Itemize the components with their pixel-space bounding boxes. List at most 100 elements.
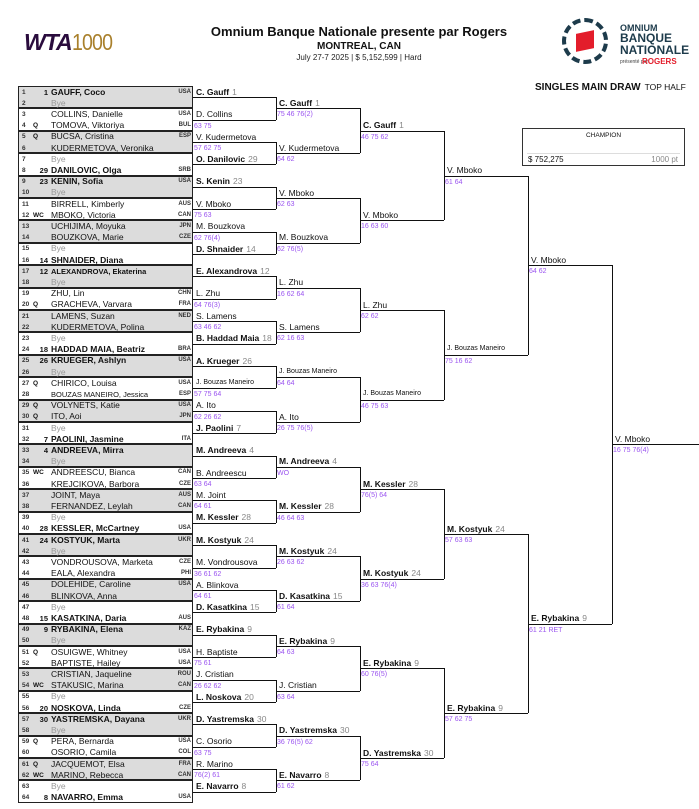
winner-name[interactable]: M. Bouzkova	[196, 221, 245, 231]
player-name[interactable]: NOSKOVA, Linda	[51, 702, 121, 713]
winner-name[interactable]: V. Mboko	[615, 434, 650, 444]
player-name[interactable]: Bye	[51, 512, 66, 523]
player-name[interactable]: CRISTIAN, Jaqueline	[51, 668, 132, 679]
winner-name[interactable]: A. Ito	[279, 412, 299, 422]
winner-name[interactable]: J. Bouzas Maneiro	[279, 367, 337, 377]
player-name[interactable]: Bye	[51, 635, 66, 646]
player-name[interactable]: YASTREMSKA, Dayana	[51, 713, 145, 724]
player-name[interactable]: VOLYNETS, Katie	[51, 400, 120, 411]
player-name[interactable]: BOUZKOVA, Marie	[51, 232, 124, 243]
player-name[interactable]: Bye	[51, 332, 66, 343]
player-name[interactable]: SHNAIDER, Diana	[51, 254, 124, 265]
winner-name[interactable]: V. Mboko	[279, 188, 314, 198]
player-name[interactable]: Bye	[51, 366, 66, 377]
player-name[interactable]: Bye	[51, 601, 66, 612]
player-name[interactable]: STAKUSIC, Marina	[51, 680, 124, 691]
winner-name[interactable]: V. Kudermetova	[279, 143, 339, 153]
player-name[interactable]: OSUIGWE, Whitney	[51, 646, 128, 657]
player-name[interactable]: Bye	[51, 691, 66, 702]
player-name[interactable]: KOSTYUK, Marta	[51, 534, 120, 545]
player-name[interactable]: BAPTISTE, Hailey	[51, 657, 121, 668]
player-name[interactable]: ANDREESCU, Bianca	[51, 467, 136, 478]
winner-name[interactable]: V. Mboko	[531, 255, 566, 265]
winner-name[interactable]: V. Kudermetova	[196, 132, 256, 142]
player-name[interactable]: GAUFF, Coco	[51, 86, 106, 97]
winner-name[interactable]: A. Blinkova	[196, 580, 239, 590]
player-name[interactable]: GRACHEVA, Varvara	[51, 299, 132, 310]
player-name[interactable]: KASATKINA, Daria	[51, 612, 127, 623]
player-name[interactable]: MARINO, Rebecca	[51, 769, 124, 780]
player-name[interactable]: EALA, Alexandra	[51, 568, 116, 579]
player-name[interactable]: BLINKOVA, Anna	[51, 590, 117, 601]
winner-name[interactable]: S. Lamens	[279, 322, 320, 332]
winner-name[interactable]: M. Vondrousova	[196, 557, 257, 567]
player-name[interactable]: OSORIO, Camila	[51, 747, 117, 758]
player-name[interactable]: Bye	[51, 276, 66, 287]
winner-name[interactable]: M. Bouzkova	[279, 232, 328, 242]
winner-name[interactable]: S. Lamens	[196, 311, 237, 321]
player-name[interactable]: ANDREEVA, Mirra	[51, 444, 124, 455]
player-name[interactable]: CHIRICO, Louisa	[51, 377, 117, 388]
player-name[interactable]: PAOLINI, Jasmine	[51, 433, 124, 444]
player-name[interactable]: COLLINS, Danielle	[51, 108, 123, 119]
winner-name[interactable]: D. Collins	[196, 109, 232, 119]
player-name[interactable]: JACQUEMOT, Elsa	[51, 758, 125, 769]
player-name[interactable]: BUCSA, Cristina	[51, 131, 114, 142]
player-name[interactable]: BOUZAS MANEIRO, Jessica	[51, 389, 149, 399]
player-name[interactable]: ITO, Aoi	[51, 411, 82, 422]
player-name[interactable]: Bye	[51, 187, 66, 198]
winner-name[interactable]: V. Mboko	[363, 210, 398, 220]
winner-name[interactable]: J. Bouzas Maneiro	[447, 344, 505, 354]
player-name[interactable]: DOLEHIDE, Caroline	[51, 579, 131, 590]
winner-name[interactable]: V. Mboko	[447, 165, 482, 175]
player-name[interactable]: KENIN, Sofia	[51, 176, 103, 187]
player-name[interactable]: TOMOVA, Viktoriya	[51, 120, 125, 131]
player-name[interactable]: DANILOVIC, Olga	[51, 164, 122, 175]
player-name[interactable]: Bye	[51, 422, 66, 433]
player-name[interactable]: BIRRELL, Kimberly	[51, 198, 125, 209]
winner-name[interactable]: J. Bouzas Maneiro	[196, 378, 254, 388]
player-name[interactable]: JOINT, Maya	[51, 489, 101, 500]
player-name[interactable]: VONDROUSOVA, Marketa	[51, 556, 153, 567]
player-name[interactable]: Bye	[51, 153, 66, 164]
winner-name[interactable]: R. Marino	[196, 759, 233, 769]
player-name[interactable]: Bye	[51, 243, 66, 254]
player-name[interactable]: ALEXANDROVA, Ekaterina	[51, 266, 147, 276]
player-name[interactable]: Bye	[51, 97, 66, 108]
winner-name[interactable]: H. Baptiste	[196, 647, 238, 657]
player-name[interactable]: KUDERMETOVA, Polina	[51, 321, 145, 332]
player-name[interactable]: HADDAD MAIA, Beatriz	[51, 344, 145, 355]
winner-name[interactable]: J. Cristian	[196, 669, 234, 679]
winner-name[interactable]: V. Mboko	[196, 199, 231, 209]
winner-name[interactable]: L. Zhu	[279, 277, 303, 287]
player-name[interactable]: PERA, Bernarda	[51, 736, 114, 747]
player-name[interactable]: ZHU, Lin	[51, 288, 85, 299]
player-name[interactable]: MBOKO, Victoria	[51, 209, 116, 220]
